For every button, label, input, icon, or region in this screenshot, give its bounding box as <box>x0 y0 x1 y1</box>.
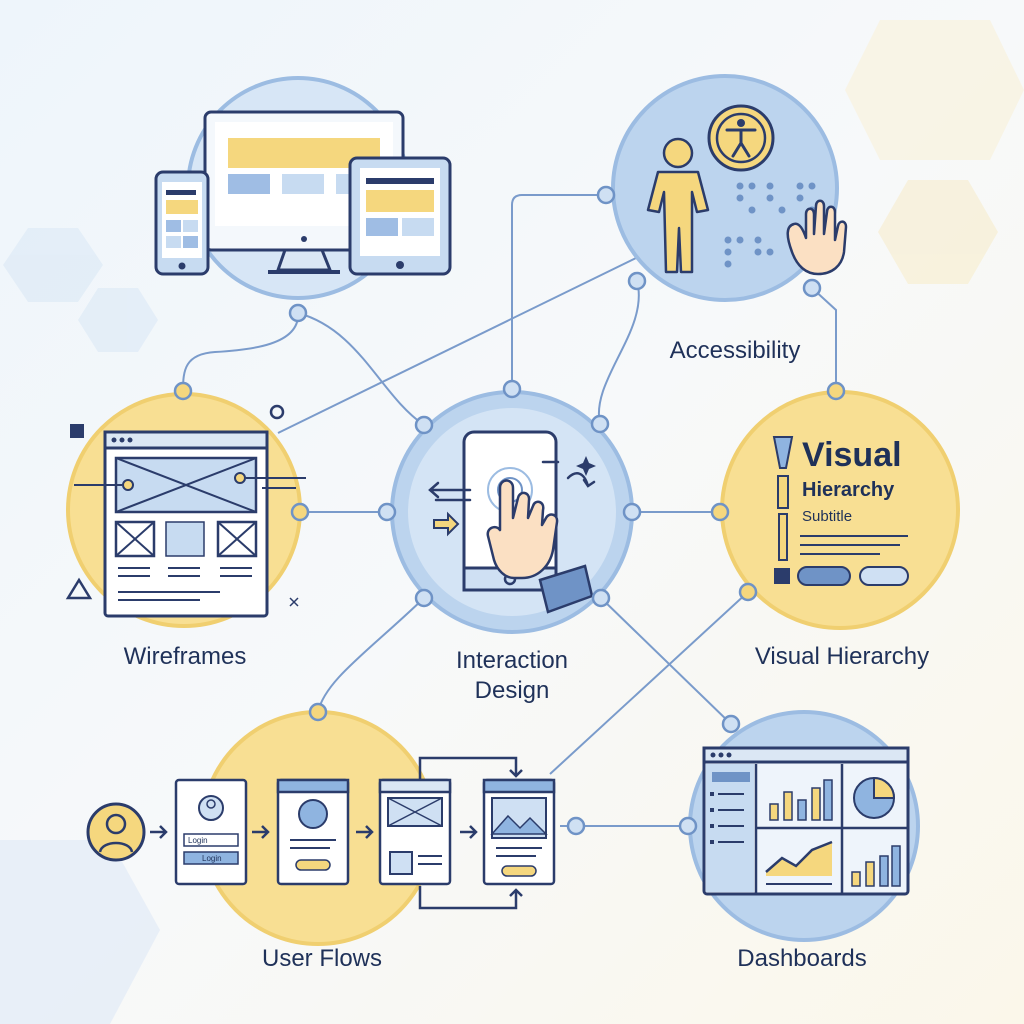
visual-hierarchy-node: Visual Hierarchy Subtitle <box>720 390 960 630</box>
user-flow-icon: Login Login <box>86 756 556 910</box>
visual-hierarchy-label: Visual Hierarchy <box>754 643 930 670</box>
responsive-devices-icon <box>154 110 452 276</box>
background-hexagons <box>0 20 1024 1024</box>
login-button: Login <box>202 854 222 863</box>
responsive-devices-node <box>154 76 452 300</box>
card-title: Visual <box>802 436 902 474</box>
login-field: Login <box>188 836 208 845</box>
dashboard-icon <box>702 746 910 896</box>
connector-lines <box>182 194 837 827</box>
interaction-design-node <box>390 390 634 634</box>
accessibility-node <box>611 74 848 302</box>
wireframes-label: Wireframes <box>123 643 247 670</box>
accessibility-label: Accessibility <box>669 337 801 364</box>
typography-icon: Visual Hierarchy Subtitle <box>772 436 909 586</box>
card-subtitle: Subtitle <box>802 508 852 525</box>
touch-gesture-icon <box>428 430 596 614</box>
user-flows-label: User Flows <box>261 945 382 972</box>
accessibility-icon <box>646 104 848 276</box>
wireframes-node <box>65 392 306 628</box>
card-heading: Hierarchy <box>802 479 895 501</box>
dashboards-node <box>688 710 920 942</box>
wireframe-icon <box>65 404 306 618</box>
interaction-design-label: Interaction Design <box>455 647 569 704</box>
user-flows-node: Login Login <box>86 710 556 946</box>
dashboards-label: Dashboards <box>737 945 867 972</box>
connector-dots <box>173 185 846 836</box>
